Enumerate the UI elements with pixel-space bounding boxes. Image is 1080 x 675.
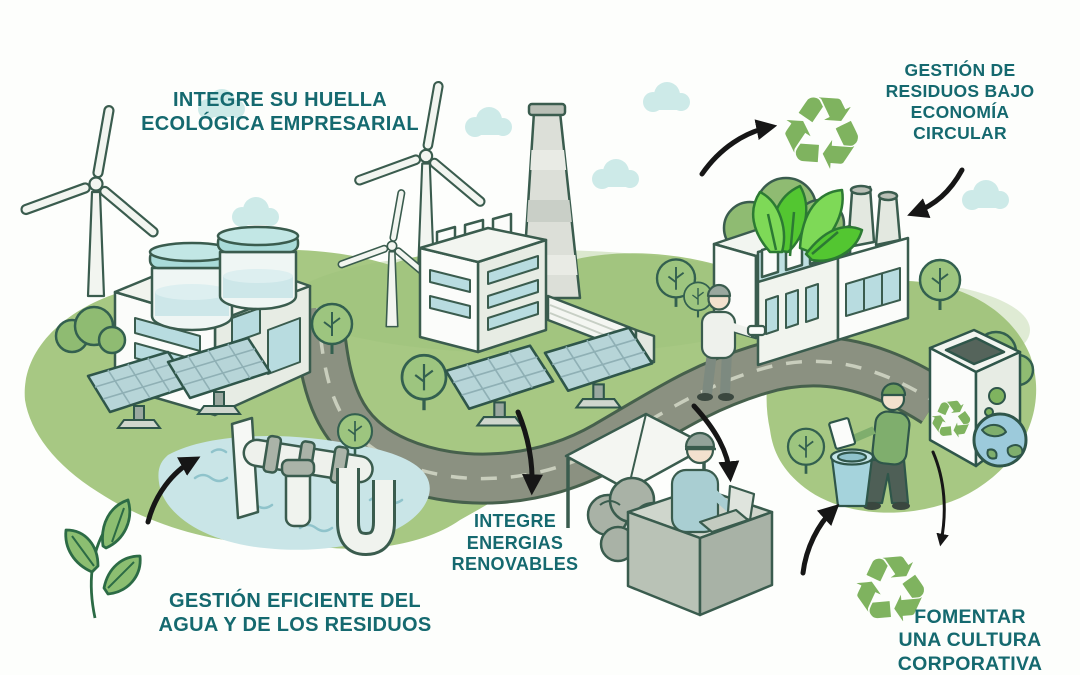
- label-water-waste-management: GESTIÓN EFICIENTE DEL AGUA Y DE LOS RESI…: [140, 589, 450, 637]
- storage-tank-icon: [148, 241, 236, 332]
- bucket: [829, 448, 875, 508]
- flow-arrows: [145, 119, 965, 576]
- recycle-icon: ♻: [925, 389, 978, 454]
- arrow-to-renewables: [515, 409, 544, 496]
- label-line: CORPORATIVA: [897, 652, 1043, 675]
- green-factory: [712, 176, 910, 367]
- worker-on-road: [697, 283, 767, 401]
- label-line: GESTIÓN DE: [904, 60, 1016, 80]
- label-line: RESIDUOS BAJO: [885, 81, 1035, 101]
- label-line: CIRCULAR: [913, 123, 1007, 143]
- label-line: UNA CULTURA: [898, 629, 1042, 652]
- arrow-to-recycle-bottom: [931, 450, 949, 547]
- label-circular-economy: GESTIÓN DE RESIDUOS BAJO ECONOMÍA CIRCUL…: [870, 60, 1050, 144]
- recycle-icon: ♻: [773, 72, 871, 195]
- booth-worker: [670, 431, 756, 534]
- arrow-to-bucket: [800, 503, 840, 576]
- waste-bin-box: ♻: [925, 328, 1028, 468]
- leaves-on-factory: [752, 184, 864, 262]
- storage-tank-icon: [216, 225, 300, 311]
- arrow-to-recycle: [699, 119, 778, 177]
- label-line: FOMENTAR: [914, 606, 1026, 628]
- water-treatment-pipes: [230, 416, 396, 556]
- label-line: AGUA Y DE LOS RESIDUOS: [158, 614, 432, 636]
- arrow-to-water: [145, 456, 201, 525]
- arrow-to-booth: [691, 403, 740, 483]
- worker-booth: [564, 412, 774, 617]
- label-line: ENERGIAS: [466, 532, 564, 553]
- label-line: INTEGRE: [473, 511, 557, 531]
- label-renewable-energy: INTEGRE ENERGIAS RENOVABLES: [430, 511, 600, 576]
- label-ecological-footprint: INTEGRE SU HUELLA ECOLÓGICA EMPRESARIAL: [130, 88, 430, 136]
- arrow-to-green-factory: [907, 167, 965, 218]
- leaf-sprig-icon: [64, 498, 142, 619]
- factory-left: [113, 225, 312, 417]
- label-line: ECOLÓGICA EMPRESARIAL: [141, 113, 419, 135]
- label-corporate-culture: FOMENTAR UNA CULTURA CORPORATIVA: [880, 606, 1060, 675]
- worker-recycling: [828, 382, 911, 510]
- factory-center: [418, 212, 548, 354]
- label-line: RENOVABLES: [451, 554, 579, 575]
- label-line: GESTIÓN EFICIENTE DEL: [169, 590, 421, 612]
- label-line: ECONOMÍA: [910, 102, 1010, 122]
- label-line: INTEGRE SU HUELLA: [173, 89, 387, 111]
- globe-icon: [972, 412, 1028, 468]
- recycle-icon: ♻: [845, 534, 936, 648]
